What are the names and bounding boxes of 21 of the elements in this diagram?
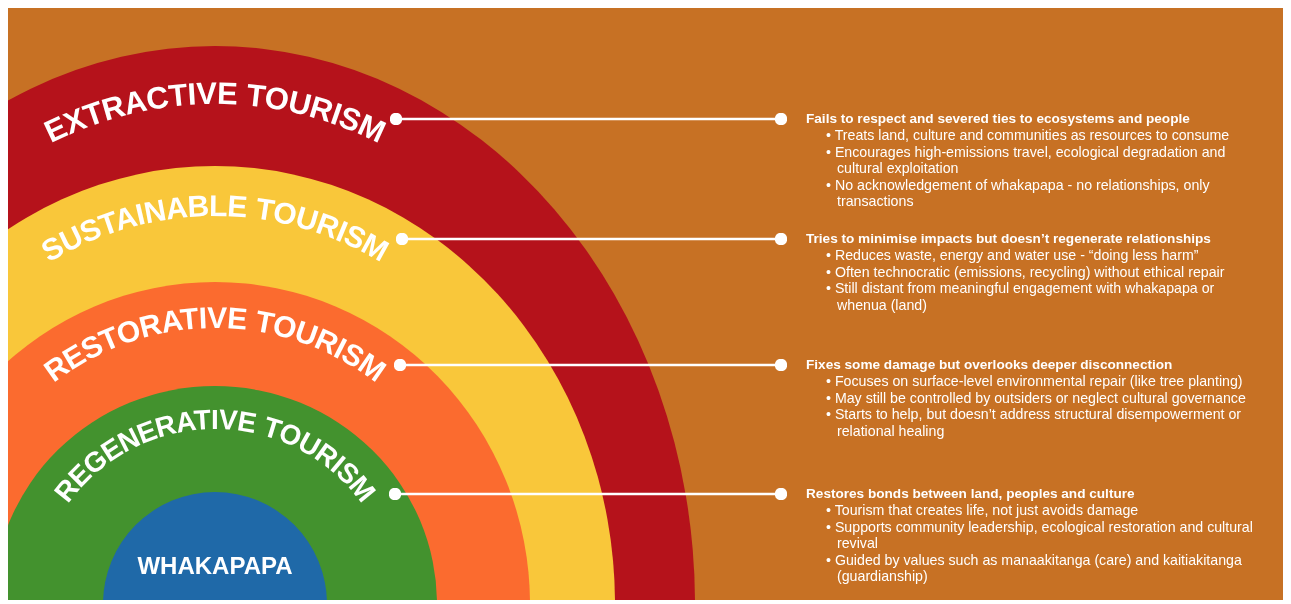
bullet-text: • Starts to help, but doesn’t address structural disempowerment or relational healing — [826, 406, 1243, 439]
heading-text: Tries to minimise impacts but doesn’t regenerate relationships — [806, 230, 1212, 247]
leader-line — [393, 358, 788, 372]
leader-line — [388, 487, 788, 501]
bullet-text: • Guided by values such as manaakitanga (care) and kaitiakitanga (guardianship) — [826, 551, 1243, 585]
leader-line — [389, 112, 788, 126]
bullet-text: • Treats land, culture and communities as resources to consume — [826, 127, 1231, 144]
leader-line — [395, 232, 788, 246]
bullet-text: • Still distant from meaningful engagement with whakapapa or whenua (land) — [826, 280, 1216, 313]
bullet-text: • Focuses on surface-level environmental repair (like tree planting) — [826, 373, 1244, 390]
bullet-text: • Encourages high-emissions travel, ecological degradation and cultural exploitation — [826, 143, 1227, 177]
bullet-text: • Reduces waste, energy and water use - “doing less harm” — [826, 247, 1200, 264]
bullet-text: • No acknowledgement of whakapapa - no relationships, only transactions — [826, 176, 1211, 210]
bullet-text: • Often technocratic (emissions, recycling) without ethical repair — [826, 263, 1226, 280]
bullet-text: • Tourism that creates life, not just avoids damage — [826, 502, 1140, 519]
bullet-text: • Supports community leadership, ecological restoration and cultural revival — [826, 518, 1254, 552]
bullet-text: • May still be controlled by outsiders or neglect cultural governance — [826, 389, 1247, 406]
heading-text: Restores bonds between land, peoples and culture — [806, 485, 1136, 502]
heading-text: Fixes some damage but overlooks deeper disconnection — [806, 356, 1174, 373]
core-title: WHAKAPAPA — [137, 552, 293, 579]
heading-text: Fails to respect and severed ties to ecosystems and people — [806, 110, 1191, 127]
